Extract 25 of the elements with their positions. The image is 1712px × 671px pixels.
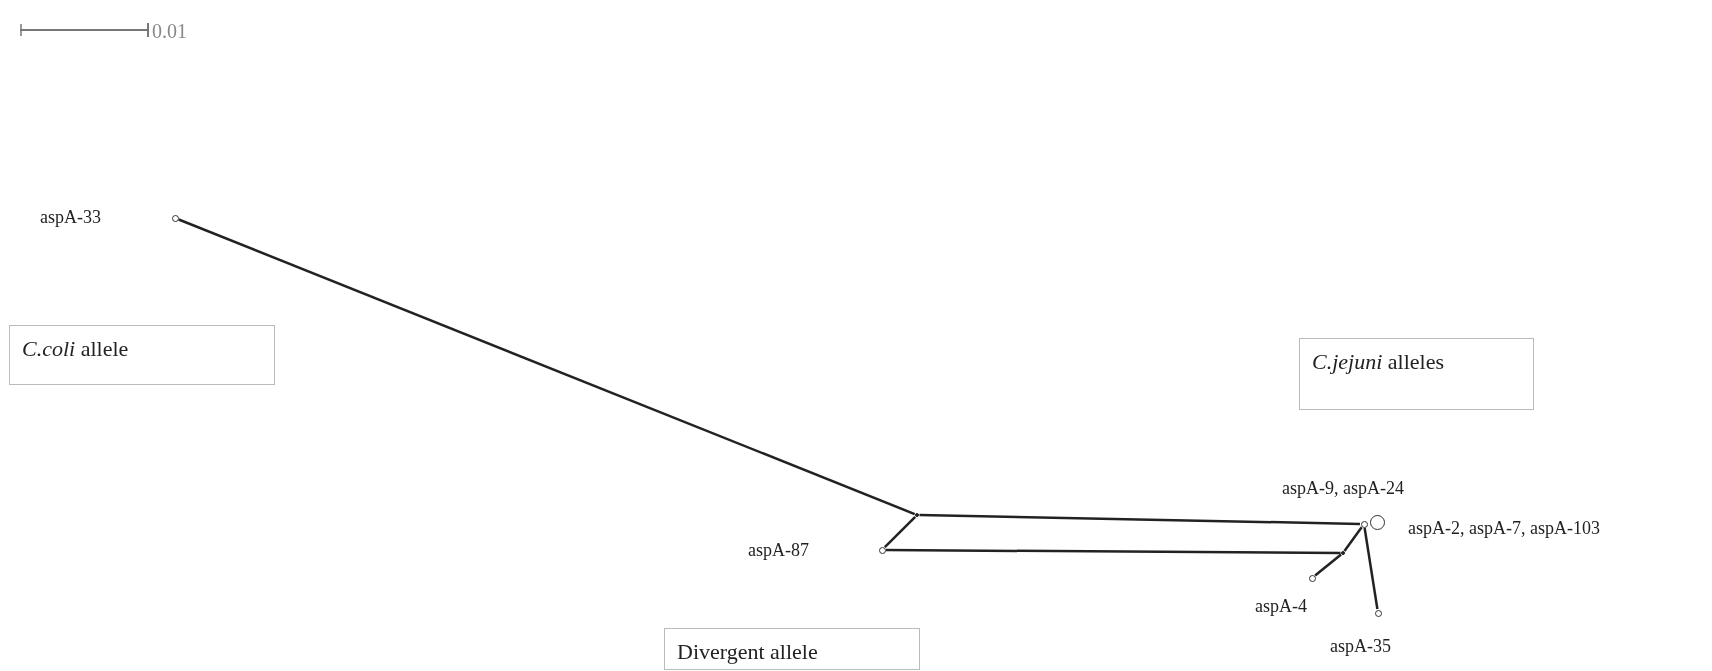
network-branch: [1343, 526, 1363, 552]
tip-dot: [1360, 520, 1368, 528]
group-label-box: C.jejuni alleles: [1299, 338, 1534, 410]
network-branch: [178, 218, 916, 516]
scale-value: 0.01: [152, 20, 187, 43]
tip-dot: [878, 546, 886, 554]
network-branch: [886, 548, 1341, 555]
allele-label: aspA-4: [1255, 596, 1307, 617]
network-branch: [1363, 527, 1379, 610]
network-branch: [919, 513, 1361, 526]
network-branch: [1314, 553, 1342, 577]
allele-label: aspA-9, aspA-24: [1282, 478, 1404, 499]
branch-junction: [1341, 551, 1345, 555]
allele-label: aspA-35: [1330, 636, 1391, 657]
tip-dot: [1308, 574, 1316, 582]
allele-label: aspA-33: [40, 207, 101, 228]
group-label-box: Divergent allele: [664, 628, 920, 670]
tip-dot: [1369, 514, 1385, 530]
allele-label: aspA-2, aspA-7, aspA-103: [1408, 518, 1600, 539]
tip-dot: [1374, 609, 1382, 617]
group-label-box: C.coli allele: [9, 325, 275, 385]
tip-dot: [171, 214, 179, 222]
network-branch: [883, 515, 917, 549]
branch-junction: [915, 513, 919, 517]
allele-label: aspA-87: [748, 540, 809, 561]
